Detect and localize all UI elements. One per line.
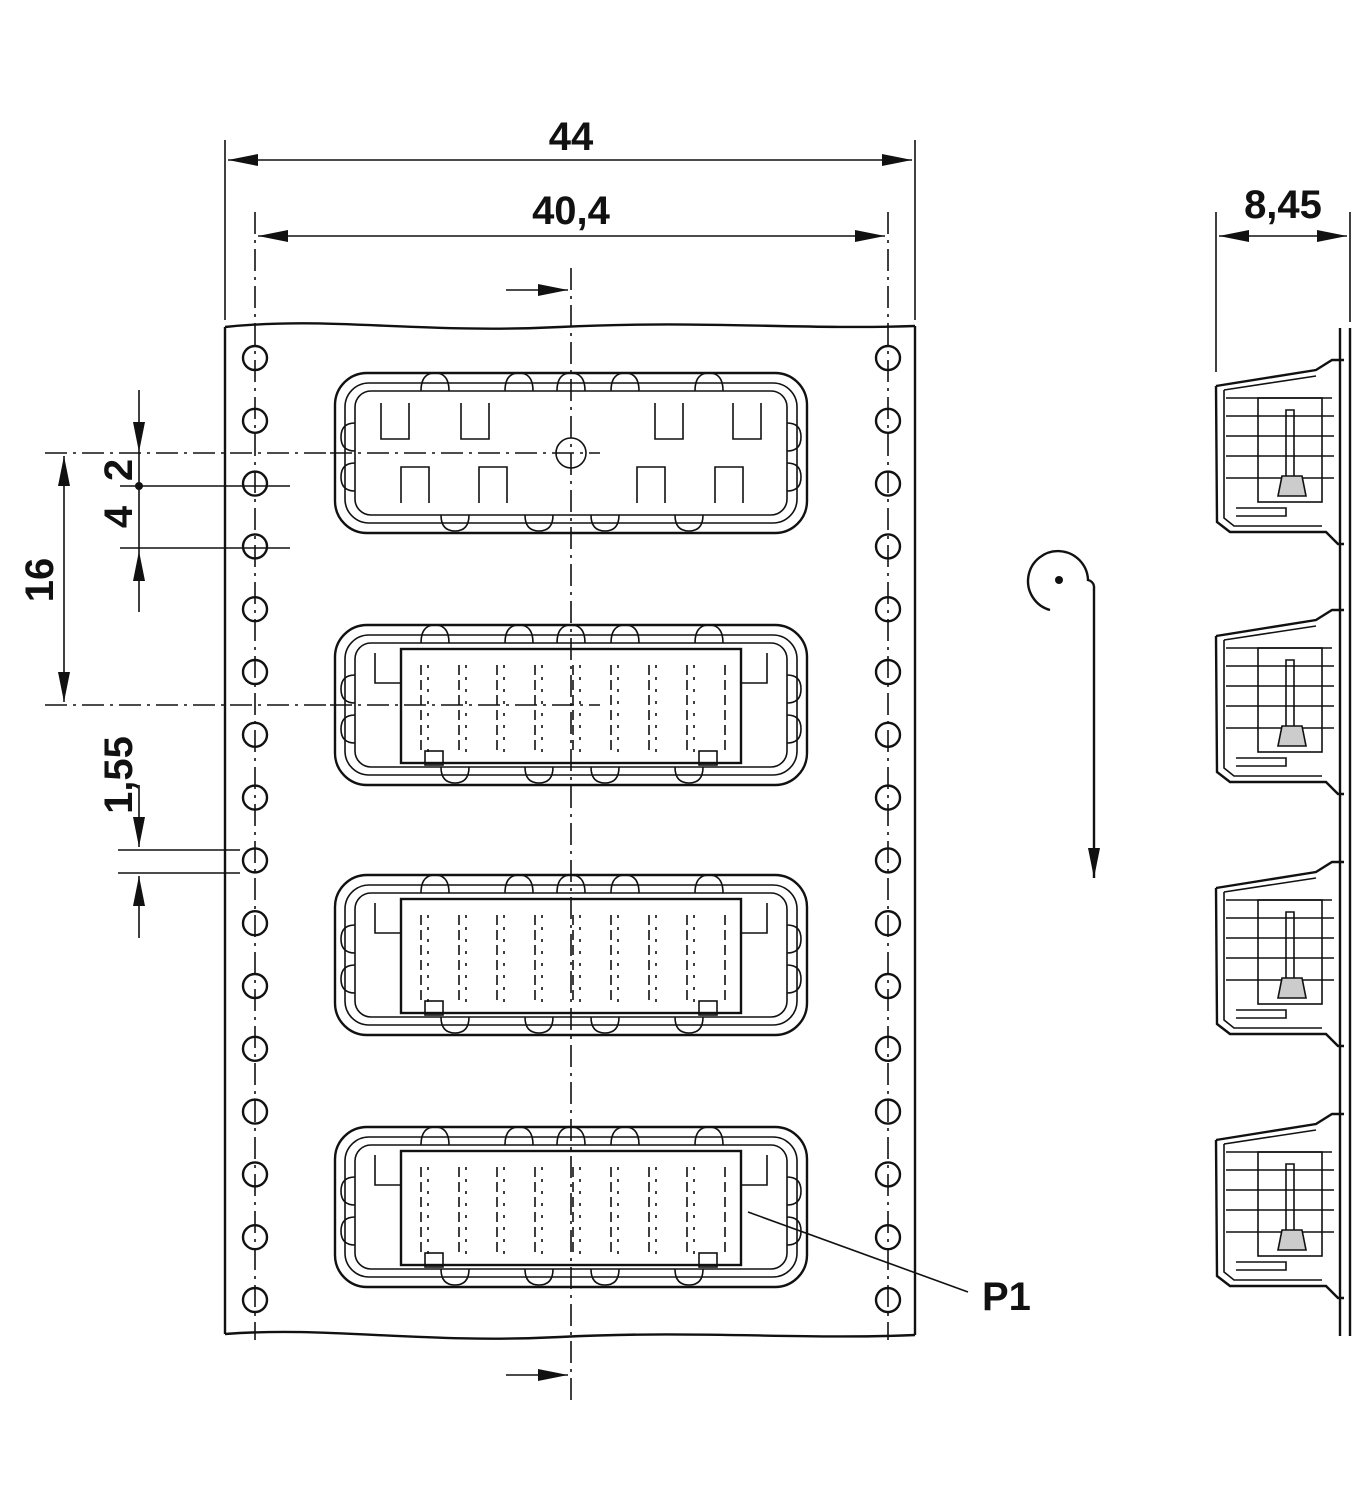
- sprocket-hole: [241, 784, 269, 811]
- dim-overall-width: 44: [224, 115, 916, 320]
- sprocket-hole: [874, 344, 902, 372]
- sprocket-hole: [241, 533, 269, 560]
- sprocket-hole: [874, 1286, 902, 1314]
- sprocket-hole: [874, 1098, 902, 1125]
- dim-hole-pitch-label: 4: [97, 505, 141, 528]
- sprocket-hole: [874, 1161, 902, 1188]
- sprocket-hole: [874, 1035, 902, 1063]
- dim-pocket-pitch: 16: [18, 452, 330, 706]
- sprocket-hole: [874, 972, 902, 1000]
- part-callout-p1: P1: [747, 1211, 1031, 1319]
- dim-pocket-pitch-label: 16: [18, 558, 62, 603]
- sprocket-hole: [874, 847, 902, 874]
- sprocket-holes-right: [874, 344, 902, 1314]
- dim-hole-diameter-label: 1,55: [97, 736, 141, 814]
- dim-pitch-width: 40,4: [258, 189, 885, 242]
- sprocket-hole: [874, 1223, 902, 1251]
- sprocket-hole: [241, 1286, 269, 1314]
- sprocket-hole: [241, 910, 269, 937]
- sprocket-hole: [241, 407, 269, 434]
- sprocket-hole: [241, 1161, 269, 1188]
- reel-feed-direction-icon: [1026, 549, 1100, 878]
- sprocket-hole: [874, 658, 902, 686]
- sprocket-hole: [874, 784, 902, 811]
- pocket-2-with-connector: [330, 623, 809, 787]
- sprocket-holes-left: [241, 344, 269, 1314]
- sprocket-hole: [874, 721, 902, 748]
- sprocket-hole: [241, 847, 269, 874]
- dim-overall-width-label: 44: [549, 115, 594, 159]
- dim-tape-depth-label: 8,45: [1244, 183, 1322, 227]
- sprocket-hole: [874, 596, 902, 623]
- pocket-1: [330, 371, 809, 535]
- sprocket-hole: [874, 407, 902, 434]
- dim-pitch-width-label: 40,4: [532, 189, 611, 233]
- carrier-tape: [223, 322, 917, 1340]
- dim-hole-diameter: 1,55: [97, 736, 240, 938]
- sprocket-hole: [241, 596, 269, 623]
- sprocket-hole: [241, 972, 269, 1000]
- sprocket-hole: [241, 470, 269, 497]
- sprocket-hole: [874, 533, 902, 560]
- side-view: 8,45: [1214, 183, 1352, 1336]
- sprocket-hole: [874, 910, 902, 937]
- dim-hole-offset-pitch: 2 4: [97, 390, 290, 612]
- sprocket-hole: [241, 721, 269, 748]
- sprocket-hole: [241, 344, 269, 372]
- part-label: P1: [982, 1275, 1031, 1319]
- sprocket-hole: [241, 1223, 269, 1251]
- sprocket-hole: [241, 1035, 269, 1063]
- dim-hole-offset-label: 2: [97, 459, 141, 481]
- sprocket-hole: [241, 658, 269, 686]
- sprocket-hole: [874, 470, 902, 497]
- sprocket-hole: [241, 1098, 269, 1125]
